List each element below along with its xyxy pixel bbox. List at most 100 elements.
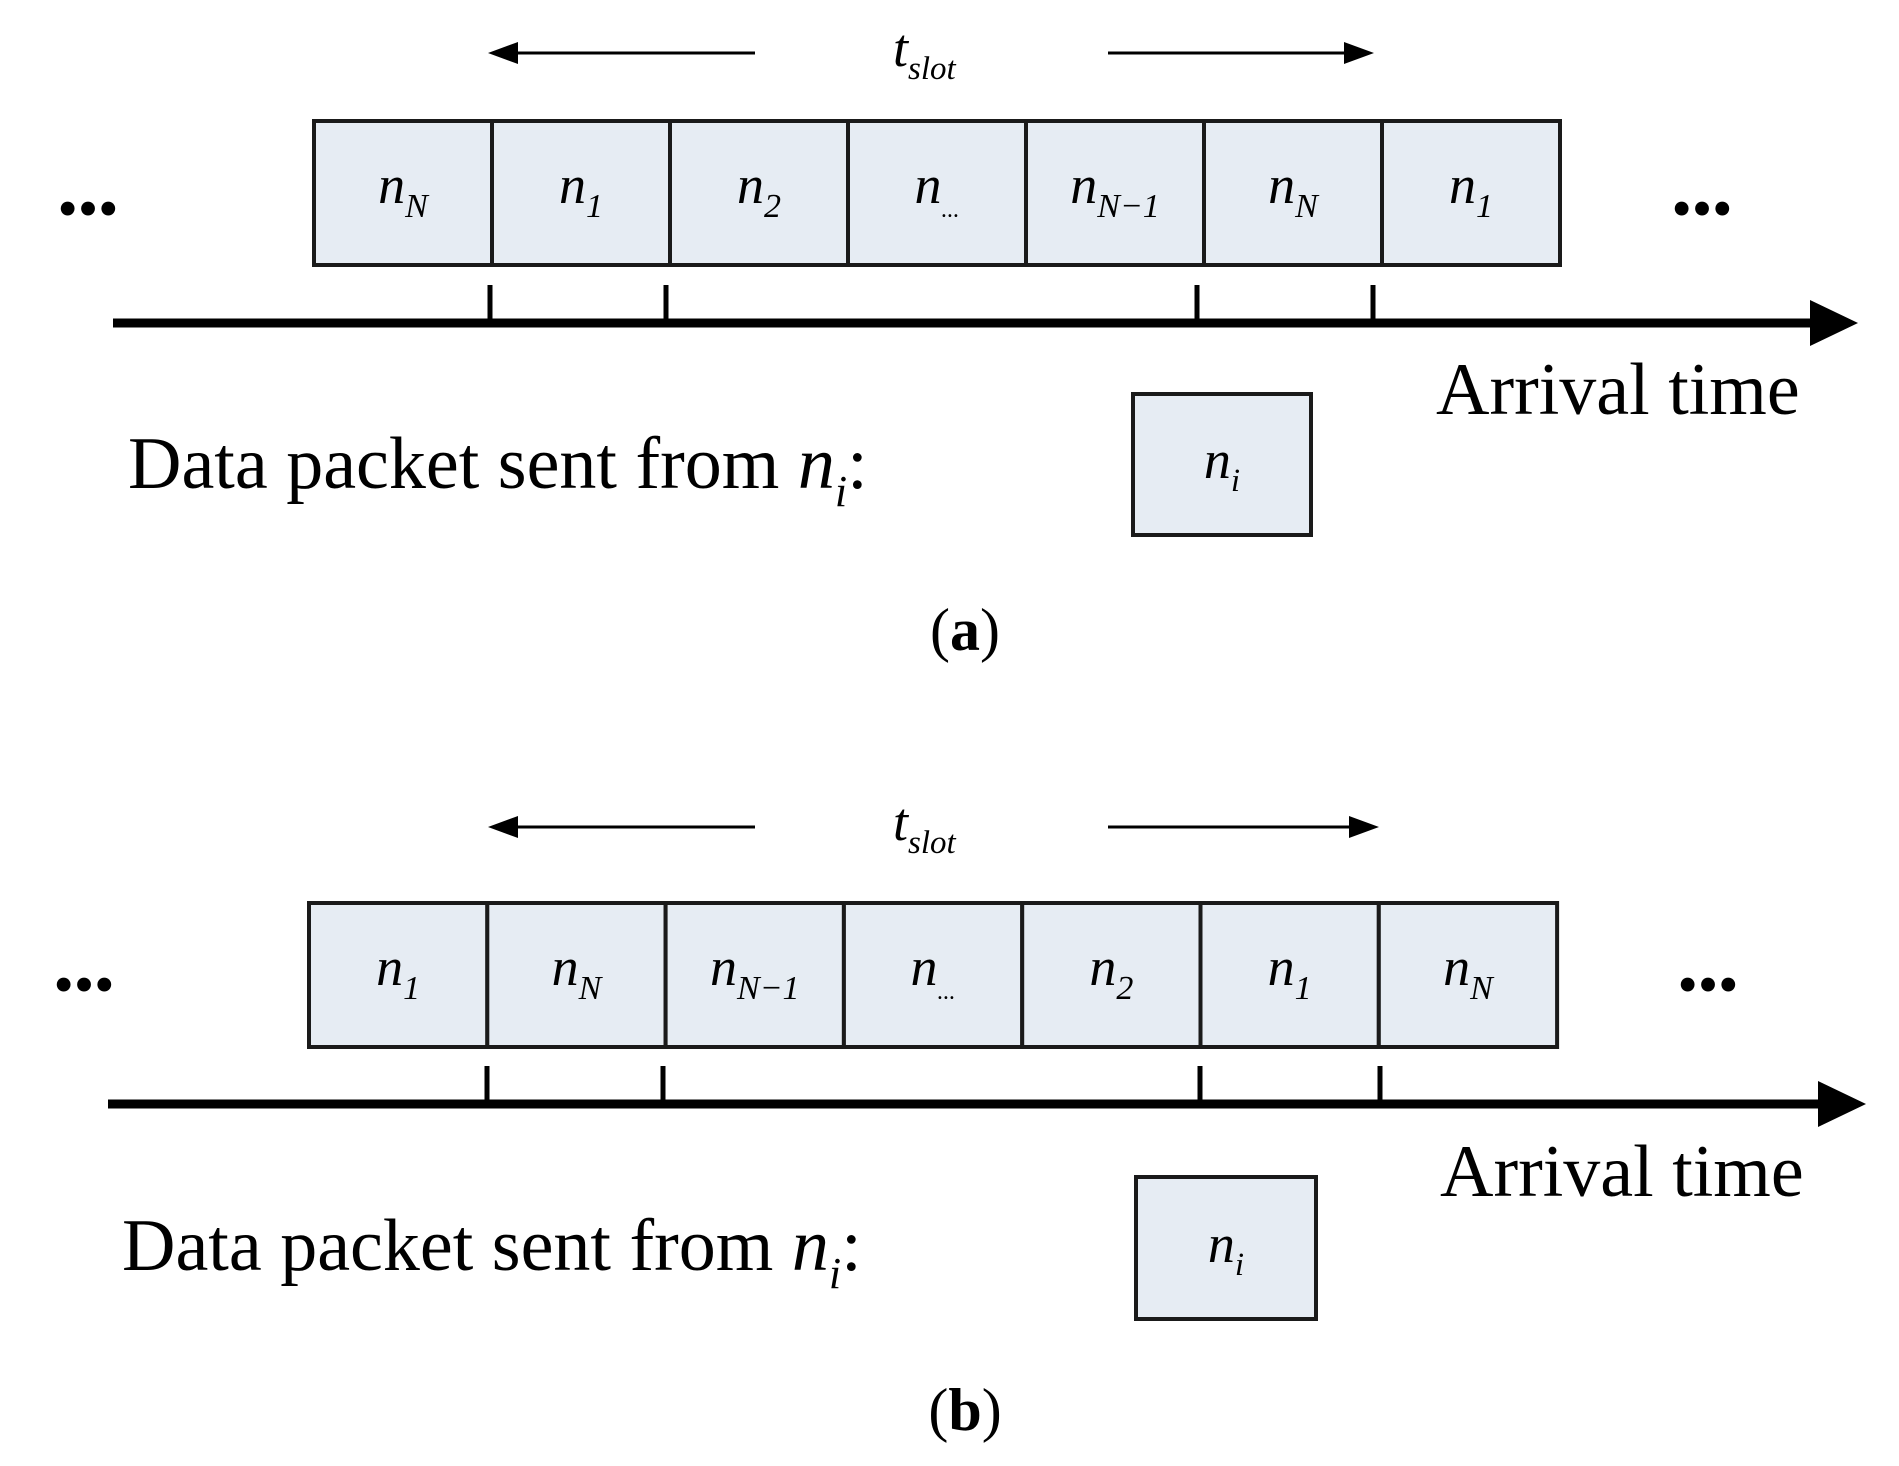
ellipsis-left: ••• [54,952,115,1017]
ellipsis-left: ••• [58,176,119,241]
slot-label-subscript: ... [938,979,956,1005]
slot-label-base: n [1268,155,1295,215]
axis-label: Arrival time [1440,1131,1804,1213]
slot-label-subscript: N [1294,188,1320,225]
slot-label-base: n [1070,155,1097,215]
slot-label-subscript: N−1 [736,970,800,1007]
slot-label: n1 [1268,937,1312,1007]
panel-caption: (a) [930,597,1000,663]
slot-label-subscript: ... [942,197,960,223]
slot-box [1202,119,1384,267]
svg-text:tslot: tslot [893,792,957,861]
slot-box [1380,119,1562,267]
legend-text: Data packet sent from [128,423,798,505]
legend-var-sub: i [835,467,847,516]
slot-label-subscript: 1 [586,188,603,225]
slot-box [663,901,846,1049]
slot-label-subscript: 1 [403,970,420,1007]
svg-text:tslot: tslot [893,18,957,87]
slot-label-subscript: 1 [1295,970,1312,1007]
slot-arrowhead-right [1349,816,1379,838]
legend-var-base: n [792,1205,829,1287]
slot-arrowhead-right [1344,42,1374,64]
slot-label-base: n [1268,937,1295,997]
legend-colon: : [841,1205,862,1287]
slot-label-base: n [915,155,942,215]
slot-label: n2 [737,155,781,225]
slot-label: n... [915,155,960,223]
slot-box [1024,119,1206,267]
svg-text:ni: ni [1208,1214,1244,1283]
slot-label-base: n [1443,937,1470,997]
slot-box [485,901,668,1049]
slot-duration-symbol: t [893,792,910,852]
slot-duration-indicator: tslot [488,18,1374,87]
slot-duration-symbol: t [893,18,910,78]
slot-label: n2 [1089,937,1133,1007]
slot-label-subscript: N−1 [1096,188,1160,225]
time-axis-arrowhead [1818,1081,1866,1127]
slot-duration-subscript: slot [908,825,957,861]
slot-duration-indicator: tslot [488,792,1379,861]
slot-label-subscript: 1 [1476,188,1493,225]
legend-box-base: n [1204,430,1231,490]
slot-label-base: n [1089,937,1116,997]
legend: Data packet sent from ni: ni [128,392,1313,537]
slot-label-base: n [1449,155,1476,215]
legend-var-base: n [798,423,835,505]
slot-label-base: n [376,937,403,997]
slot-box [312,119,494,267]
slot-label-subscript: N [1469,970,1495,1007]
slot-label-base: n [552,937,579,997]
slot-box [307,901,490,1049]
legend-box-base: n [1208,1214,1235,1274]
slot-arrowhead-left [488,42,518,64]
slot-label-base: n [710,937,737,997]
slot-label: n1 [1449,155,1493,225]
slot-box [841,901,1025,1049]
legend-colon: : [847,423,868,505]
slot-label-base: n [911,937,938,997]
slot-label: nN [1443,937,1495,1007]
slot-label-base: n [559,155,586,215]
axis-label: Arrival time [1436,349,1800,431]
slot-label: n1 [376,937,420,1007]
ellipsis-right: ••• [1678,952,1739,1017]
slot-label-base: n [737,155,764,215]
slot-duration-subscript: slot [908,51,957,87]
slot-label-subscript: 2 [1116,970,1133,1007]
legend-packet-box [1134,1175,1318,1321]
boundary-ticks [487,285,1376,323]
slot-label-base: n [378,155,405,215]
legend-var-sub: i [829,1249,841,1298]
time-axis-arrowhead [1810,300,1858,346]
slot-label: n1 [559,155,603,225]
slot-arrowhead-left [488,816,518,838]
legend-box-sub: i [1231,463,1240,499]
slot-label: n... [911,937,956,1005]
legend-packet-box [1131,392,1313,537]
slot-box [668,119,850,267]
boundary-ticks [484,1066,1383,1104]
slot-label: nN [378,155,430,225]
panel-caption-label: a [950,597,980,663]
ellipsis-right: ••• [1672,176,1733,241]
slot-label: nN−1 [1070,155,1160,225]
slot-label: nN−1 [710,937,800,1007]
slot-label-subscript: 2 [764,188,781,225]
slot-box [846,119,1028,267]
slot-label-subscript: N [404,188,430,225]
panel-caption: (b) [928,1377,1001,1443]
slot-label: nN [552,937,604,1007]
panel-caption-label: b [948,1377,981,1443]
svg-text:Data packet sent from ni:: Data packet sent from ni: [122,1205,862,1298]
slot-label-subscript: N [578,970,604,1007]
slot-box [1376,901,1560,1049]
svg-text:ni: ni [1204,430,1240,499]
slot-box [1198,901,1381,1049]
